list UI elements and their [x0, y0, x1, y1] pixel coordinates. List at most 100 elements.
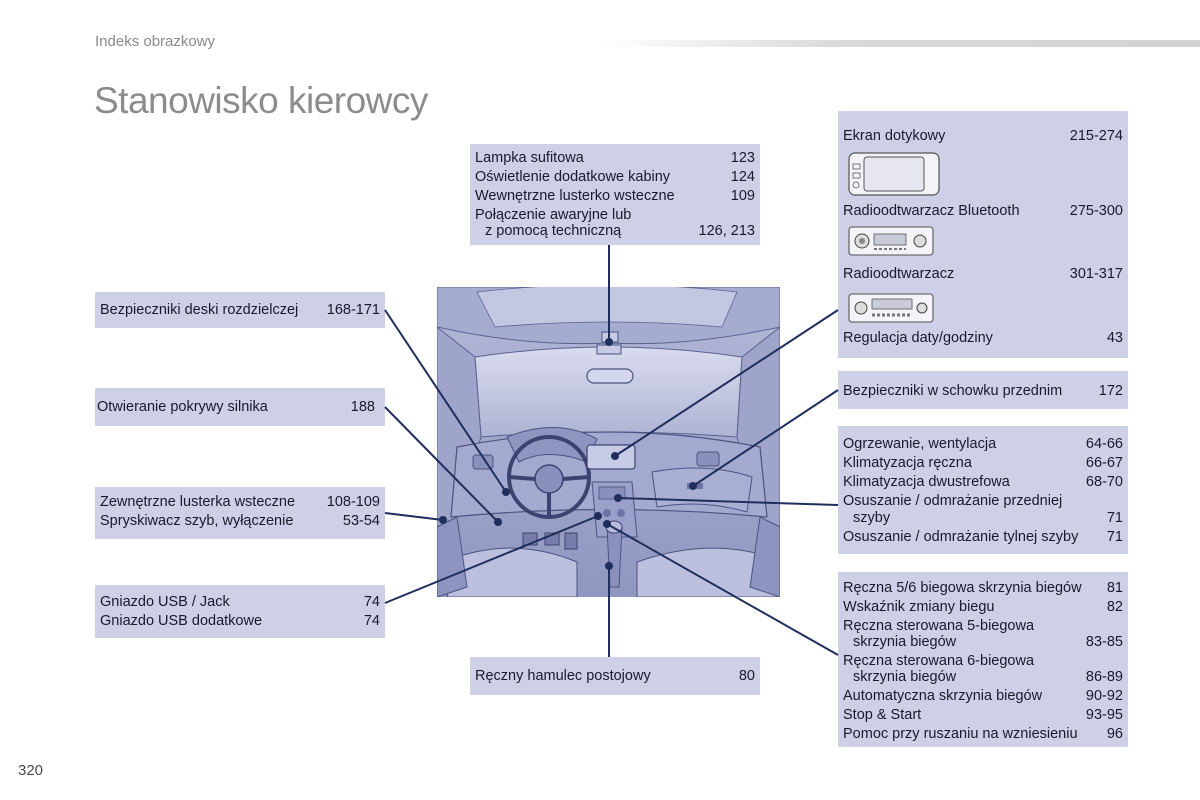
- item-label: Bezpieczniki w schowku przednim: [843, 383, 1063, 399]
- item-pages: 275-300: [1069, 203, 1123, 219]
- item-label: Ręczna sterowana 5-biegowa: [843, 618, 1035, 634]
- item-label: Radioodtwarzacz: [843, 266, 955, 282]
- item-pages: 123: [730, 150, 755, 166]
- leader-mirrors: [384, 512, 444, 521]
- list-item: Zewnętrzne lusterka wsteczne 108-109: [100, 494, 380, 510]
- dashboard-fuses-box: Bezpieczniki deski rozdzielczej 168-171: [95, 292, 385, 328]
- item-label: Spryskiwacz szyb, wyłączenie: [100, 513, 294, 529]
- item-label: Gniazdo USB / Jack: [100, 594, 230, 610]
- media-box: Ekran dotykowy 215-274 Radioodtwarzacz Bl…: [838, 111, 1128, 358]
- item-pages: 168-171: [326, 302, 380, 318]
- list-item: Bezpieczniki w schowku przednim 172: [843, 383, 1123, 399]
- item-label: Wewnętrzne lusterko wsteczne: [475, 188, 675, 204]
- item-pages: 71: [1106, 529, 1123, 545]
- item-label: Zewnętrzne lusterka wsteczne: [100, 494, 296, 510]
- item-pages: 93-95: [1085, 707, 1123, 723]
- list-item: Spryskiwacz szyb, wyłączenie 53-54: [100, 513, 380, 529]
- gearbox-box: Ręczna 5/6 biegowa skrzynia biegów 81 Wsk…: [838, 572, 1128, 747]
- list-item: Otwieranie pokrywy silnika 188: [97, 399, 375, 415]
- item-label: Stop & Start: [843, 707, 922, 723]
- list-item: Bezpieczniki deski rozdzielczej 168-171: [100, 302, 380, 318]
- item-label: Gniazdo USB dodatkowe: [100, 613, 263, 629]
- item-label: Klimatyzacja ręczna: [843, 455, 972, 471]
- item-pages: 53-54: [342, 513, 380, 529]
- item-pages: 172: [1098, 383, 1123, 399]
- item-label: Ręczna sterowana 6-biegowa: [843, 653, 1035, 669]
- list-item: Ekran dotykowy 215-274: [843, 128, 1123, 144]
- list-item: Ręczna 5/6 biegowa skrzynia biegów 81: [843, 580, 1123, 596]
- item-pages: 96: [1106, 726, 1123, 742]
- item-pages: 82: [1106, 599, 1123, 615]
- item-pages: 126, 213: [698, 223, 755, 239]
- item-label: Osuszanie / odmrażanie tylnej szyby: [843, 529, 1079, 545]
- item-label: Połączenie awaryjne lub: [475, 207, 632, 223]
- mirrors-box: Zewnętrzne lusterka wsteczne 108-109 Spry…: [95, 487, 385, 539]
- item-pages: 188: [350, 399, 375, 415]
- list-item: Osuszanie / odmrażanie przedniej: [843, 493, 1123, 509]
- header-rule: [600, 40, 1200, 47]
- item-label: z pomocą techniczną: [485, 223, 622, 239]
- item-label: Ręczna 5/6 biegowa skrzynia biegów: [843, 580, 1082, 596]
- item-label: Pomoc przy ruszaniu na wzniesieniu: [843, 726, 1078, 742]
- item-pages: 43: [1106, 330, 1123, 346]
- list-item: z pomocą techniczną 126, 213: [475, 223, 755, 239]
- item-pages: 90-92: [1085, 688, 1123, 704]
- glovebox-fuses-box: Bezpieczniki w schowku przednim 172: [838, 371, 1128, 409]
- list-item: Stop & Start 93-95: [843, 707, 1123, 723]
- item-pages: 108-109: [326, 494, 380, 510]
- item-label: Automatyczna skrzynia biegów: [843, 688, 1043, 704]
- list-item: Radioodtwarzacz 301-317: [843, 266, 1123, 282]
- item-pages: 71: [1106, 510, 1123, 526]
- item-pages: 83-85: [1085, 634, 1123, 650]
- item-pages: 64-66: [1085, 436, 1123, 452]
- item-label: Otwieranie pokrywy silnika: [97, 399, 268, 415]
- list-item: skrzynia biegów 86-89: [843, 669, 1123, 685]
- radio-icon: [848, 293, 934, 323]
- list-item: Połączenie awaryjne lub: [475, 207, 755, 223]
- list-item: Osuszanie / odmrażanie tylnej szyby 71: [843, 529, 1123, 545]
- list-item: Wewnętrzne lusterko wsteczne 109: [475, 188, 755, 204]
- page-title: Stanowisko kierowcy: [94, 80, 428, 121]
- item-label: Ręczny hamulec postojowy: [475, 668, 651, 684]
- list-item: Klimatyzacja ręczna 66-67: [843, 455, 1123, 471]
- item-label: Wskaźnik zmiany biegu: [843, 599, 995, 615]
- item-label: skrzynia biegów: [853, 669, 957, 685]
- item-label: Regulacja daty/godziny: [843, 330, 993, 346]
- item-pages: 81: [1106, 580, 1123, 596]
- page-number: 320: [18, 762, 44, 779]
- item-label: Radioodtwarzacz Bluetooth: [843, 203, 1020, 219]
- list-item: Ręczna sterowana 5-biegowa: [843, 618, 1123, 634]
- item-pages: 124: [730, 169, 755, 185]
- touchscreen-icon: [848, 152, 940, 196]
- list-item: Radioodtwarzacz Bluetooth 275-300: [843, 203, 1123, 219]
- item-pages: 68-70: [1085, 474, 1123, 490]
- item-label: Bezpieczniki deski rozdzielczej: [100, 302, 299, 318]
- list-item: Pomoc przy ruszaniu na wzniesieniu 96: [843, 726, 1123, 742]
- cockpit-illustration: [437, 287, 780, 597]
- item-label: Ekran dotykowy: [843, 128, 946, 144]
- list-item: Klimatyzacja dwustrefowa 68-70: [843, 474, 1123, 490]
- list-item: Regulacja daty/godziny 43: [843, 330, 1123, 346]
- item-pages: 301-317: [1069, 266, 1123, 282]
- list-item: Ręczna sterowana 6-biegowa: [843, 653, 1123, 669]
- item-label: Klimatyzacja dwustrefowa: [843, 474, 1010, 490]
- item-pages: 109: [730, 188, 755, 204]
- bonnet-box: Otwieranie pokrywy silnika 188: [95, 388, 385, 426]
- list-item: Gniazdo USB dodatkowe 74: [100, 613, 380, 629]
- bluetooth-radio-icon: [848, 226, 934, 256]
- item-pages: 74: [363, 613, 380, 629]
- item-pages: 215-274: [1069, 128, 1123, 144]
- item-pages: 66-67: [1085, 455, 1123, 471]
- item-pages: 86-89: [1085, 669, 1123, 685]
- list-item: Automatyczna skrzynia biegów 90-92: [843, 688, 1123, 704]
